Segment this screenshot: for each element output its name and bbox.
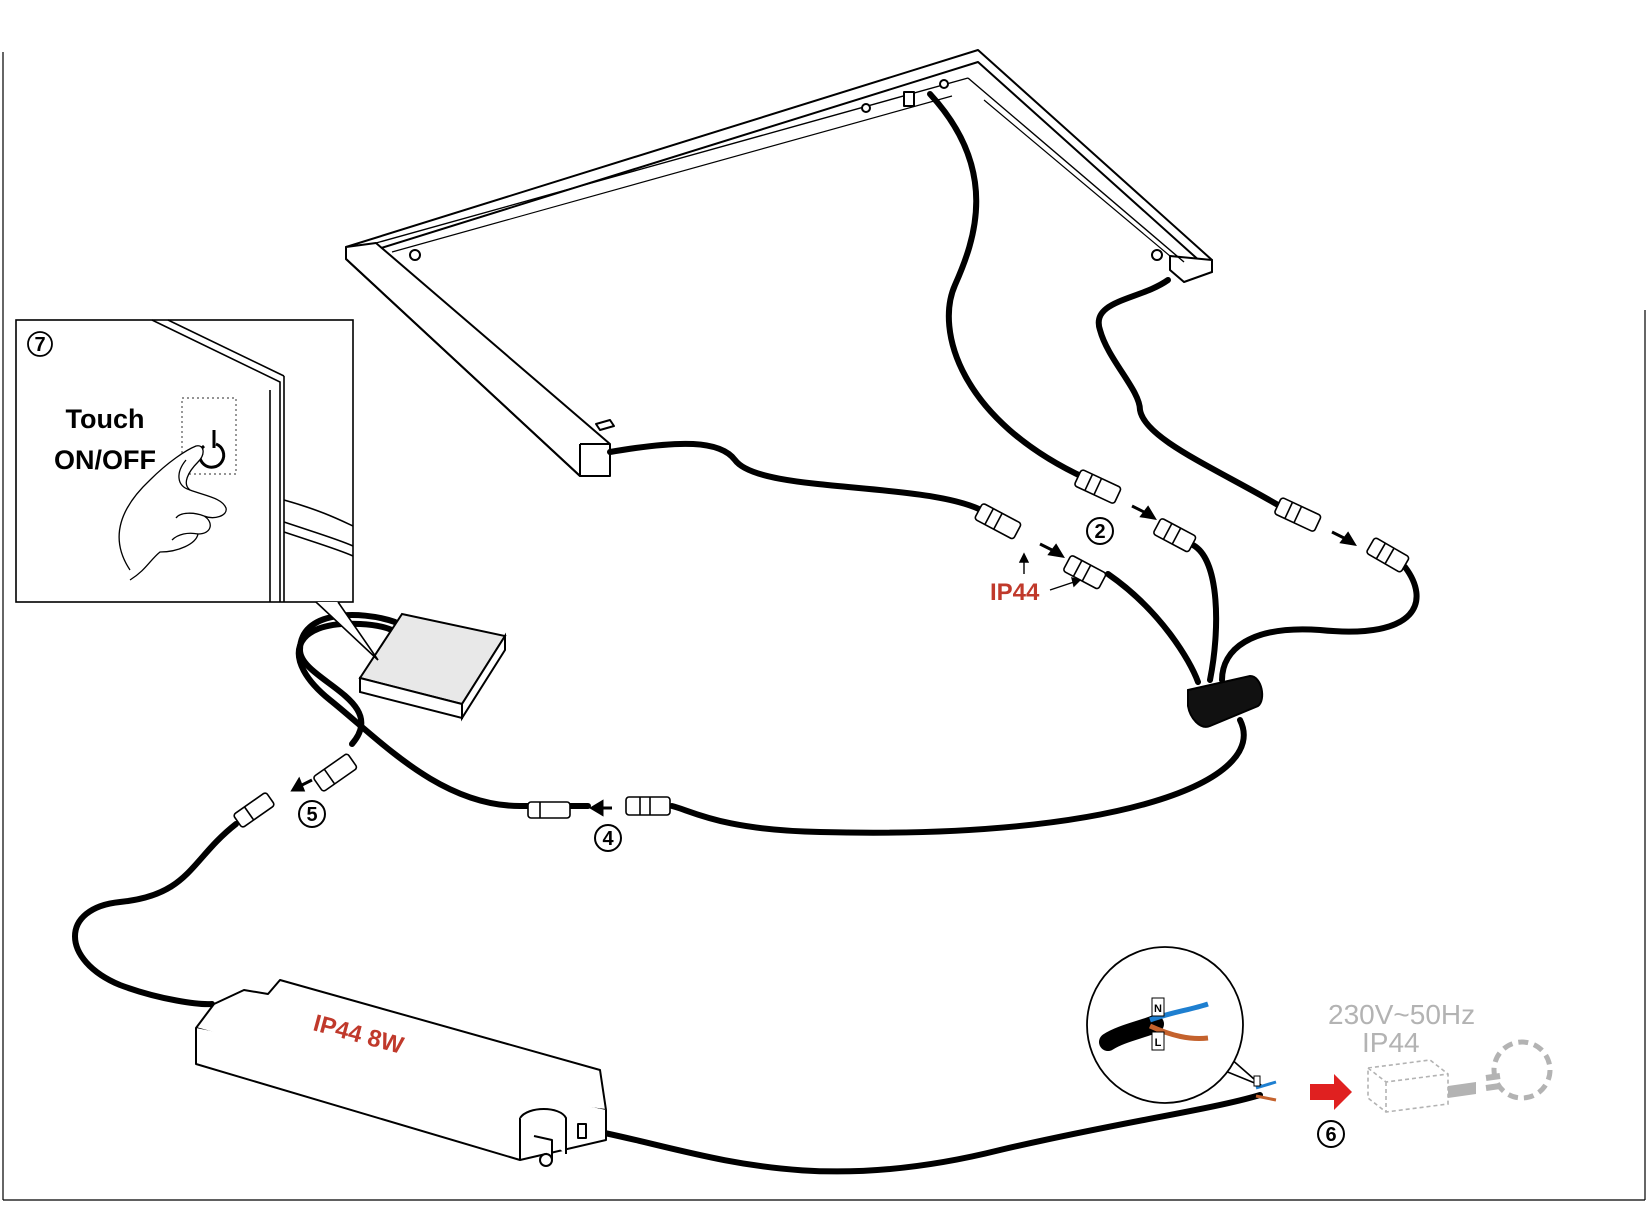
wire-live-label: L (1155, 1037, 1162, 1049)
mirror-frame (345, 49, 1213, 477)
step-marker-5: 5 (298, 800, 326, 828)
ip44-label: IP44 (990, 579, 1040, 606)
touch-detail-inset: 7 Touch ON/OFF (15, 319, 379, 661)
cable-wire-ends (1253, 1075, 1277, 1102)
socket-icon (1491, 1039, 1553, 1101)
svg-text:5: 5 (306, 804, 317, 826)
wire-neutral-label: N (1154, 1003, 1162, 1015)
connector-2-female (1074, 469, 1122, 504)
connector-3-female (1274, 497, 1322, 532)
connector-group (233, 469, 1410, 828)
mains-connection: 230V~50Hz IP44 (1328, 999, 1553, 1113)
svg-text:6: 6 (1325, 1124, 1336, 1146)
touch-switch-panel (358, 612, 507, 722)
connector-3-male (1366, 537, 1410, 573)
connector-5-female (313, 753, 358, 792)
svg-text:7: 7 (34, 334, 45, 356)
cables (72, 91, 1420, 1175)
svg-text:2: 2 (1094, 521, 1105, 543)
step-marker-2: 2 (1086, 517, 1114, 545)
page-frame (2, 52, 1646, 1201)
ip44-callout: IP44 (990, 552, 1082, 606)
arrow-icon (290, 504, 1357, 817)
mains-ip-label: IP44 (1362, 1027, 1420, 1058)
plug-icon (1367, 1059, 1449, 1113)
connector-5-male (233, 792, 275, 828)
touch-label-line1: Touch (66, 404, 145, 434)
led-driver: IP44 8W (195, 979, 607, 1167)
wire-detail-circle: N L (1086, 946, 1263, 1104)
hand-touch-icon (118, 445, 227, 581)
step-marker-7: 7 (27, 331, 53, 357)
connector-4-female (625, 796, 671, 816)
connector-2-male (1153, 518, 1197, 553)
step-marker-4: 4 (594, 824, 622, 852)
mains-voltage-label: 230V~50Hz (1328, 999, 1475, 1030)
ip44-connector-female-1 (974, 503, 1022, 540)
touch-label-line2: ON/OFF (54, 445, 156, 475)
ip44-connector-male-1 (1063, 555, 1107, 590)
splitter-block (1187, 674, 1264, 728)
step-marker-6: 6 (1317, 1120, 1345, 1148)
red-arrow-icon (1310, 1074, 1352, 1110)
svg-text:4: 4 (602, 828, 614, 850)
connector-4-male (527, 801, 571, 819)
